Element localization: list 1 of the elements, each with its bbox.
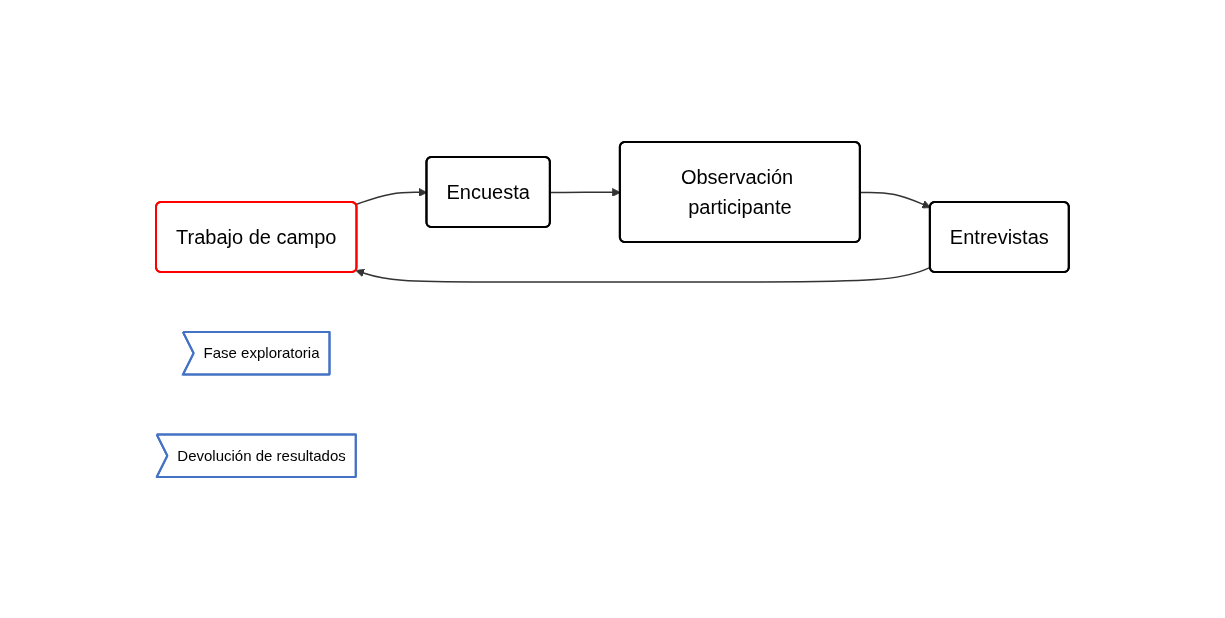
- arrow: [859, 191, 931, 208]
